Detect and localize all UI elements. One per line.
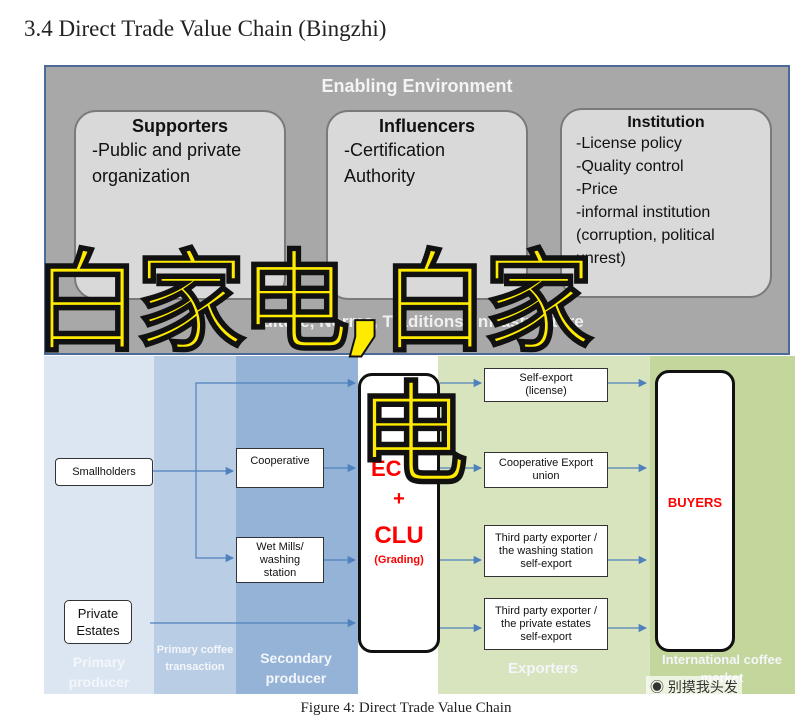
influencers-line: -Certification bbox=[344, 140, 446, 160]
column-primary-coffee-transaction bbox=[154, 356, 236, 694]
institution-line: -informal institution bbox=[576, 204, 711, 221]
grading-label: (Grading) bbox=[374, 554, 424, 566]
cooperative-box: Cooperative bbox=[236, 448, 324, 488]
label-exporters: Exporters bbox=[507, 660, 579, 677]
self-export-box: Self-export (license) bbox=[484, 368, 608, 402]
institution-line: -Quality control bbox=[576, 158, 684, 175]
buyers-box: BUYERS bbox=[655, 370, 735, 652]
arrow-smallholders-ecx bbox=[195, 378, 357, 471]
ecx-clu-box: EC + CLU (Grading) bbox=[358, 373, 440, 653]
plus-label: + bbox=[393, 488, 405, 510]
arrow-smallholders-wetmills bbox=[195, 471, 235, 563]
wechat-icon: ◉ bbox=[650, 679, 664, 695]
overlay-text-line2: 电 bbox=[355, 371, 469, 501]
institution-title: Institution bbox=[627, 114, 705, 131]
institution-line: -Price bbox=[576, 181, 618, 198]
third-party-washing-box: Third party exporter / the washing stati… bbox=[484, 525, 608, 577]
influencers-line: Authority bbox=[344, 166, 416, 186]
overlay-text-line1: 白家电,白家 bbox=[31, 239, 595, 367]
supporters-line: -Public and private bbox=[92, 140, 242, 160]
label-secondary-producer: Secondary producer bbox=[260, 650, 332, 686]
ecx-label: EC bbox=[371, 456, 402, 481]
supporters-card: Supporters -Public and private organizat… bbox=[74, 110, 286, 300]
private-estates-box: Private Estates bbox=[64, 600, 132, 644]
coop-export-box: Cooperative Export union bbox=[484, 452, 608, 488]
watermark-text: 别摸我头发 bbox=[667, 679, 738, 695]
influencers-title: Influencers bbox=[378, 116, 476, 136]
institution-card: Institution -License policy -Quality con… bbox=[560, 108, 772, 298]
label-primary-producer: Primary producer bbox=[68, 654, 130, 690]
supporters-line: organization bbox=[92, 166, 191, 186]
clu-label: CLU bbox=[374, 522, 424, 549]
wechat-watermark: ◉ 别摸我头发 bbox=[646, 676, 742, 698]
influencers-card: Influencers -Certification Authority bbox=[326, 110, 528, 300]
supporters-title: Supporters bbox=[131, 116, 228, 136]
institution-line: -License policy bbox=[576, 135, 682, 152]
enabling-environment-title: Enabling Environment bbox=[321, 76, 513, 96]
figure-caption: Figure 4: Direct Trade Value Chain bbox=[300, 700, 512, 716]
smallholders-box: Smallholders bbox=[55, 458, 153, 486]
institution-line: unrest) bbox=[576, 250, 626, 267]
buyers-label: BUYERS bbox=[667, 495, 723, 510]
culture-norms-bar: Culture, Norms, Traditions, Infrastructu… bbox=[250, 312, 584, 331]
wet-mills-box: Wet Mills/ washing station bbox=[236, 537, 324, 583]
column-secondary-producer bbox=[236, 356, 358, 694]
institution-line: (corruption, political bbox=[576, 227, 715, 244]
label-primary-coffee-transaction: Primary coffee transaction bbox=[156, 644, 234, 673]
section-heading: 3.4 Direct Trade Value Chain (Bingzhi) bbox=[24, 16, 387, 41]
third-party-private-box: Third party exporter / the private estat… bbox=[484, 598, 608, 650]
